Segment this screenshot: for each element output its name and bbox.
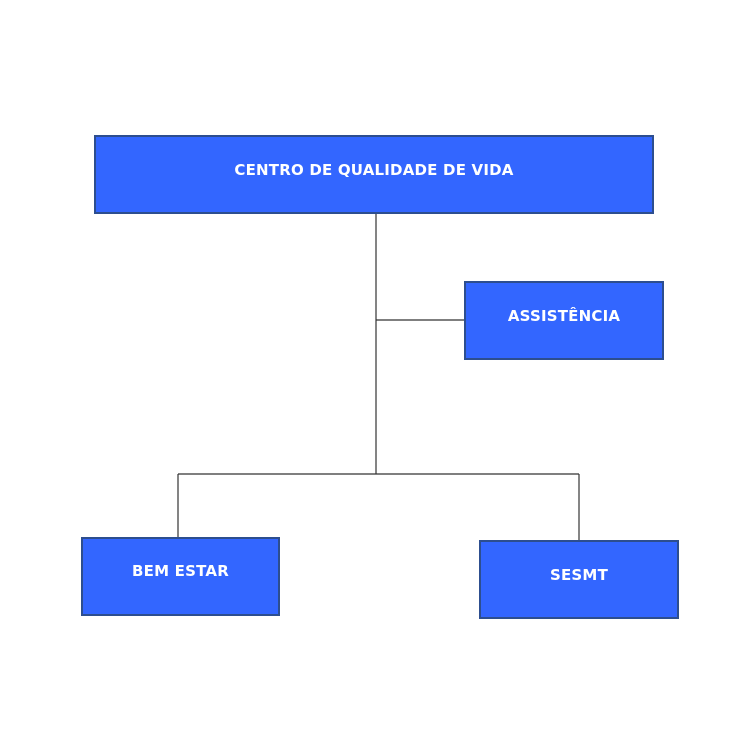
node-centro-de-qualidade-de-vida: CENTRO DE QUALIDADE DE VIDA [94,135,654,214]
node-label: SESMT [549,566,608,584]
node-label: CENTRO DE QUALIDADE DE VIDA [234,161,514,179]
node-label: ASSISTÊNCIA [507,307,621,325]
node-assistencia: ASSISTÊNCIA [464,281,664,360]
node-sesmt: SESMT [479,540,679,619]
node-label: BEM ESTAR [132,562,229,580]
node-bem-estar: BEM ESTAR [81,537,280,616]
